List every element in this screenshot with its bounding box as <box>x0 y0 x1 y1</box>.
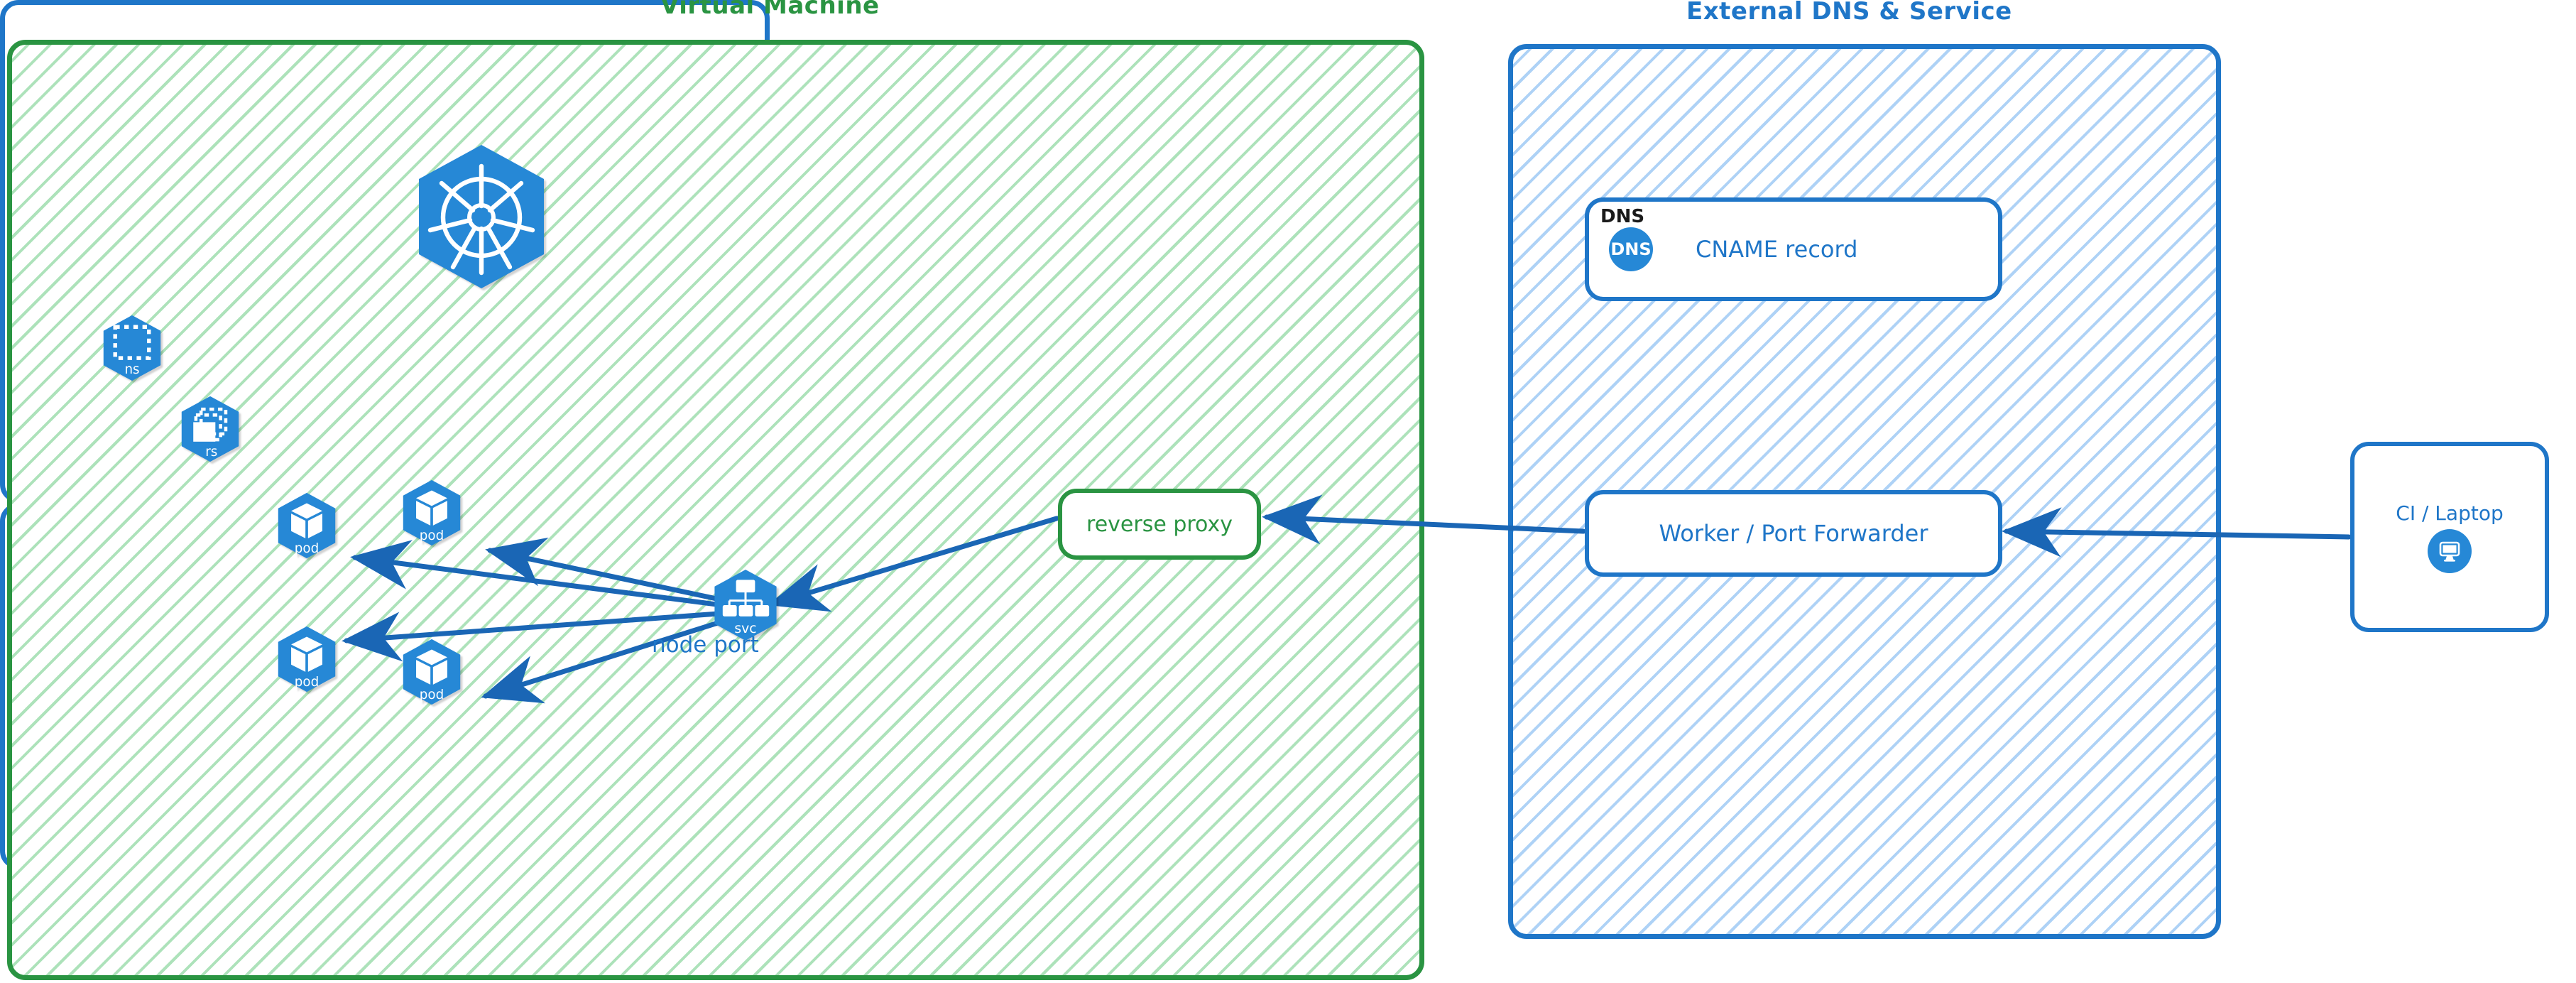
group-virtual-machine-title: Virtual Machine <box>660 0 880 20</box>
reverse-proxy-box[interactable]: reverse proxy <box>1058 489 1261 560</box>
svg-text:pod: pod <box>295 675 319 690</box>
kubernetes-logo-icon <box>410 142 552 291</box>
pod-icon-4: pod <box>399 638 464 706</box>
group-external-dns-service-title: External DNS & Service <box>1686 0 2012 26</box>
ns-icon: ns <box>99 314 165 382</box>
svg-text:pod: pod <box>420 528 444 543</box>
pod-icon-1: pod <box>274 492 339 560</box>
reverse-proxy-label: reverse proxy <box>1086 511 1233 537</box>
rs-icon: rs <box>178 395 243 463</box>
dns-badge-text: DNS <box>1610 239 1652 259</box>
svc-icon: svc <box>710 568 781 642</box>
ci-laptop-label: CI / Laptop <box>2396 501 2504 525</box>
node-port-caption: node port <box>652 632 759 658</box>
worker-port-forwarder-box[interactable]: Worker / Port Forwarder <box>1585 490 2002 577</box>
svg-text:ns: ns <box>124 362 139 377</box>
svg-text:pod: pod <box>295 541 319 556</box>
dns-badge-icon: DNS <box>1609 227 1653 271</box>
dns-corner-tag: DNS <box>1600 206 1645 227</box>
pod-icon-3: pod <box>274 625 339 693</box>
svg-text:rs: rs <box>205 445 217 460</box>
svg-text:pod: pod <box>420 688 444 702</box>
pod-icon-2: pod <box>399 479 464 547</box>
dns-cname-card[interactable]: DNS CNAME record <box>1585 197 2002 301</box>
cname-record-label: CNAME record <box>1696 236 1858 263</box>
svg-text:svc: svc <box>734 621 756 636</box>
monitor-icon <box>2428 528 2472 573</box>
ci-laptop-box[interactable]: CI / Laptop <box>2350 442 2549 632</box>
worker-port-forwarder-label: Worker / Port Forwarder <box>1659 520 1928 547</box>
